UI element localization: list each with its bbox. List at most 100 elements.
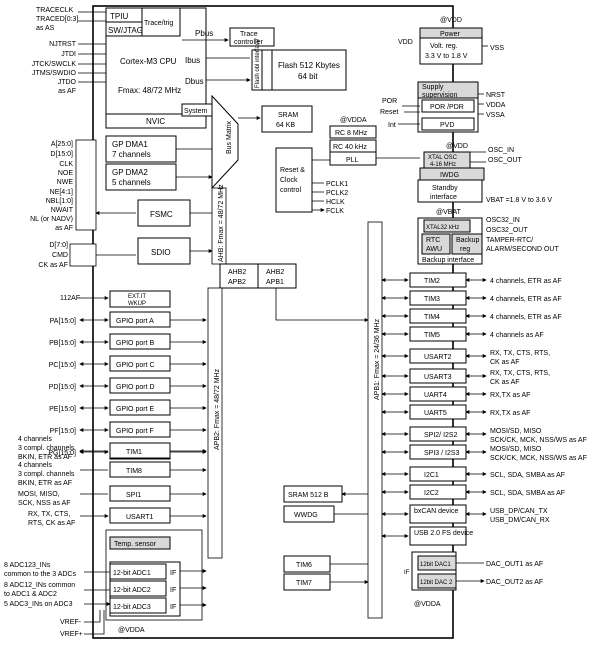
pin-tim1-ch: 4 channels: [18, 436, 52, 443]
flash-width-label: 64 bit: [298, 72, 318, 81]
int-label: Int: [388, 122, 396, 129]
fsmc-pins: A[25:0] D[15:0] CLK NOE NWE NE[4:1] NBL[…: [30, 141, 74, 232]
pin-sdio-d: D[7:0]: [49, 242, 68, 249]
fclk-label: FCLK: [326, 208, 344, 215]
sram-size-label: 64 KB: [276, 122, 295, 129]
standby-interface-label: interface: [430, 194, 457, 201]
gp-dma1-block: [105, 135, 177, 163]
pin-trace-af: as AS: [36, 25, 55, 32]
jtag-pins: NJTRST JTDI JTCK/SWCLK JTMS/SWDIO JTDO a…: [32, 41, 77, 95]
pin-fsmc-noe: NOE: [58, 170, 74, 177]
temp-sensor-block: [109, 536, 171, 550]
ahb2apb2-label-2: APB2: [228, 279, 246, 286]
apb1-periph-label: I2C1: [424, 472, 439, 479]
pbus-label: Pbus: [195, 29, 213, 38]
pin-vdda: VDDA: [486, 102, 506, 109]
pin-gpio-1: PB[15:0]: [49, 340, 76, 347]
pin-tamper: TAMPER-RTC/: [486, 237, 533, 244]
cpu-fmax-label: Fmax: 48/72 MHz: [118, 86, 181, 95]
vbat-label: @VBAT: [436, 209, 462, 216]
trace-controller-block: [229, 27, 275, 47]
pin-tim8-bkin: BKIN, ETR as AF: [18, 480, 72, 487]
rc-8mhz-block: [329, 125, 377, 139]
gpio-port-block: [109, 421, 171, 438]
apb1-signal-label: RX, TX, CTS, RTS,: [490, 370, 550, 377]
gpio-port-label: GPIO port B: [116, 340, 154, 347]
supply-label: Supply: [422, 84, 444, 91]
sram-512b-label: SRAM 512 B: [288, 492, 329, 499]
pvd-label: PVD: [440, 122, 454, 129]
apb1-periph-label: USART2: [424, 354, 452, 361]
pin-tim1-bkin: BKIN, ETR as AF: [18, 454, 72, 461]
ahb-fmax-label: AHB: Fmax = 48/72 MHz: [218, 184, 225, 262]
gp-dma2-channels: 5 channels: [112, 178, 151, 187]
supply-supervision-header: [417, 81, 479, 99]
apb1-signal-label: RX, TX, CTS, RTS,: [490, 350, 550, 357]
usart1-pins: RX, TX, CTS, RTS, CK as AF: [28, 511, 75, 527]
awu-label: AWU: [426, 246, 442, 253]
system-label: System: [184, 108, 208, 115]
gpio-port-label: GPIO port C: [116, 362, 155, 369]
pin-vref-minus: VREF-: [60, 619, 82, 626]
pin-fsmc-clk: CLK: [59, 161, 73, 168]
apb1-periph-label: SPI2/ I2S2: [424, 432, 458, 439]
reset-clock-label-1: Reset &: [280, 167, 305, 174]
pin-fsmc-nl: NL (or NADV): [30, 216, 73, 223]
adc-3-label: 12-bit ADC3: [113, 604, 151, 611]
cpu-label: Cortex-M3 CPU: [120, 57, 177, 66]
tpiu-label: TPIU: [110, 12, 128, 21]
hclk-label: HCLK: [326, 199, 345, 206]
rtc-label: RTC: [426, 237, 440, 244]
osc32-pins: OSC32_IN OSC32_OUT: [486, 217, 528, 234]
ahb2apb2-bridge: [219, 263, 259, 289]
pin-traced: TRACED[0:3]: [36, 16, 78, 23]
pin-vref-plus: VREF+: [60, 631, 83, 638]
reset-clock-label-3: control: [280, 187, 301, 194]
apb1-signal-label: USB_DP/CAN_TX: [490, 508, 548, 515]
backup-reg-label: Backup: [456, 237, 479, 244]
gpio-port-label: GPIO port D: [116, 384, 155, 391]
pin-usart1-rts: RTS, CK as AF: [28, 520, 75, 527]
apb1-signal-label: MOSI/SD, MISO: [490, 428, 542, 435]
power-header: [419, 27, 483, 39]
pin-gpio-4: PE[15:0]: [49, 406, 76, 413]
pin-sdio-ck: CK as AF: [38, 262, 68, 269]
pin-sdio-cmd: CMD: [52, 252, 68, 259]
wwdg-label: WWDG: [294, 512, 318, 519]
apb1-periph-label: TIM3: [424, 296, 440, 303]
vdda-bottom-label: @VDDA: [118, 627, 145, 634]
adc-2-label: 12-bit ADC2: [113, 587, 151, 594]
adc-outline: [105, 529, 203, 621]
vbat-range-label: VBAT =1.8 V to 3.6 V: [486, 197, 552, 204]
pin-fsmc-nwait: NWAIT: [51, 207, 74, 214]
temp-sensor-label: Temp. sensor: [114, 541, 157, 548]
dac1-label: 12bit DAC1: [420, 562, 451, 568]
pin-tim8-ch: 4 channels: [18, 462, 52, 469]
apb1-periph-label: USB 2.0 FS device: [414, 530, 473, 537]
rc-8mhz-label: RC 8 MHz: [335, 130, 368, 137]
vdda-dac-label: @VDDA: [414, 601, 441, 608]
tim6-label: TIM6: [296, 562, 312, 569]
apb1-signal-label: USB_DM/CAN_RX: [490, 517, 550, 524]
pin-fsmc-af: as AF: [55, 225, 73, 232]
usart1-label: USART1: [126, 514, 154, 521]
sram-64kb-block: [261, 105, 313, 133]
pclk1-label: PCLK1: [326, 181, 348, 188]
pin-fsmc-ne: NE[4:1]: [50, 189, 73, 196]
flash-interface-block: [261, 49, 273, 91]
adc-2-block: [109, 580, 167, 597]
pin-traceclk: TRACECLK: [36, 7, 74, 14]
pin-fsmc-d: D[15:0]: [50, 151, 73, 158]
apb2-fmax-label: APB2: Fmax = 48/72 MHz: [214, 368, 221, 450]
clock-outputs: PCLK1 PCLK2 HCLK FCLK: [326, 181, 348, 215]
gpio-port-label: GPIO port F: [116, 428, 154, 435]
reset-clock-block: [275, 147, 313, 213]
apb1-periph-label: SPI3 / I2S3: [424, 450, 460, 457]
apb1-periph-label: TIM4: [424, 314, 440, 321]
pin-jtck: JTCK/SWCLK: [32, 61, 77, 68]
pin-jtag-af: as AF: [58, 88, 76, 95]
pin-vssa: VSSA: [486, 112, 505, 119]
pin-fsmc-nwe: NWE: [57, 179, 74, 186]
standby-interface-block: [417, 179, 483, 203]
